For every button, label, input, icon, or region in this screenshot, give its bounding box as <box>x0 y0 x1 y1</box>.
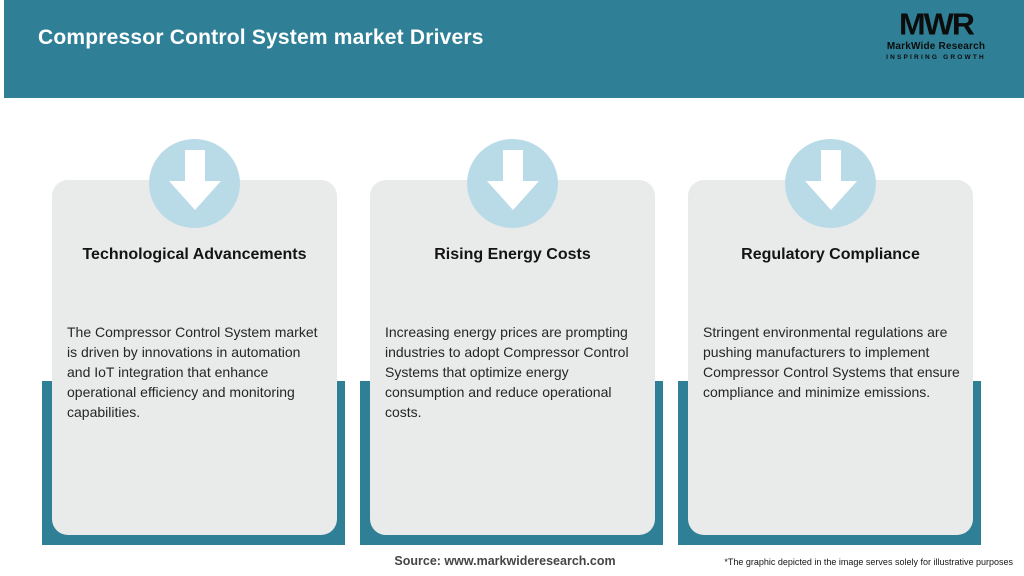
driver-card: Regulatory Compliance Stringent environm… <box>688 180 973 535</box>
arrow-down-glyph <box>804 150 857 210</box>
card-title: Technological Advancements <box>82 246 307 263</box>
card-title: Regulatory Compliance <box>741 246 920 263</box>
driver-card-group: Regulatory Compliance Stringent environm… <box>678 0 981 576</box>
driver-card-group: Rising Energy Costs Increasing energy pr… <box>360 0 663 576</box>
arrow-down-glyph <box>486 150 539 210</box>
header: Compressor Control System market Drivers… <box>4 0 1024 98</box>
source-text: Source: www.markwideresearch.com <box>394 554 616 568</box>
logo-name: MarkWide Research <box>886 41 986 52</box>
logo-mark: MWR <box>899 6 975 42</box>
card-description: Stringent environmental regulations are … <box>703 324 960 400</box>
page-title: Compressor Control System market Drivers <box>38 26 484 49</box>
card-description: The Compressor Control System market is … <box>67 324 318 420</box>
logo-tagline: INSPIRING GROWTH <box>886 54 986 61</box>
arrow-down-icon <box>467 139 558 228</box>
arrow-down-glyph <box>168 150 221 210</box>
markwide-logo: MWR MarkWide Research INSPIRING GROWTH <box>876 8 996 61</box>
card-title: Rising Energy Costs <box>434 246 591 263</box>
disclaimer-text: *The graphic depicted in the image serve… <box>724 557 1013 567</box>
driver-card: Technological Advancements The Compresso… <box>52 180 337 535</box>
arrow-down-icon <box>785 139 876 228</box>
driver-card: Rising Energy Costs Increasing energy pr… <box>370 180 655 535</box>
card-description: Increasing energy prices are prompting i… <box>385 324 629 420</box>
arrow-down-icon <box>149 139 240 228</box>
driver-card-group: Technological Advancements The Compresso… <box>42 0 345 576</box>
